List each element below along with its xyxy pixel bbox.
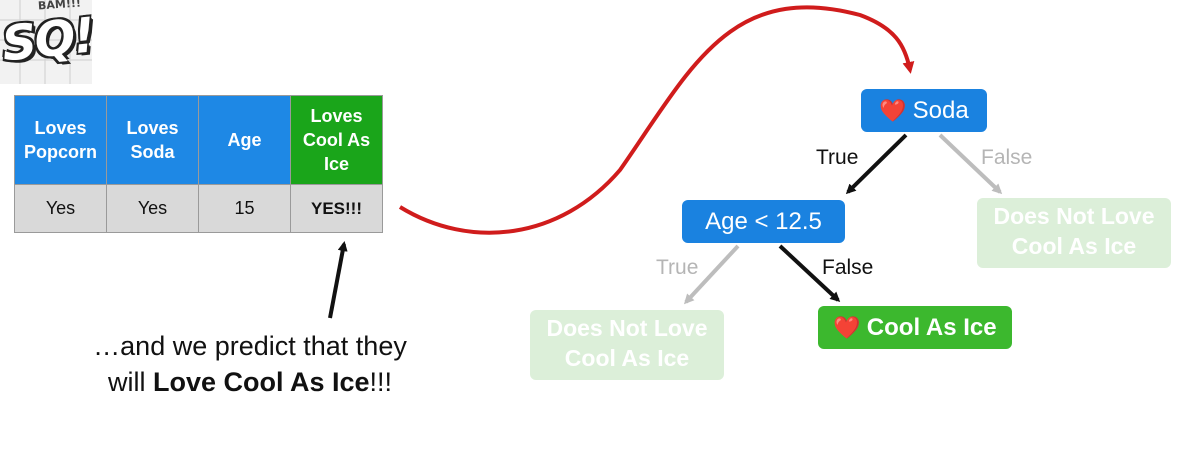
heart-icon: ❤️ <box>833 315 861 340</box>
statquest-logo: BAM!!! SQ! <box>0 0 96 84</box>
edge-label-age-false: False <box>822 256 874 279</box>
tree-root-soda-node: ❤️Soda <box>861 89 987 132</box>
data-table: Loves Popcorn Loves Soda Age Loves Cool … <box>14 95 383 233</box>
root-label: Soda <box>912 97 969 124</box>
logo-burst-icon <box>0 0 92 84</box>
caption-bold: Love Cool As Ice <box>152 367 370 397</box>
tree-leaf-cool-as-ice: ❤️Cool As Ice <box>818 306 1012 349</box>
tree-leaf-does-not-love-left: Does Not Love Cool As Ice <box>530 310 724 380</box>
header-age: Age <box>198 95 291 185</box>
prediction-caption: …and we predict that they will Love Cool… <box>80 328 420 400</box>
header-loves-cool-as-ice: Loves Cool As Ice <box>290 95 383 185</box>
tree-age-node: Age < 12.5 <box>682 200 845 243</box>
caption-suffix: !!! <box>369 367 393 397</box>
leaf-left-label: Does Not Love Cool As Ice <box>546 315 708 371</box>
red-curve-arrow <box>398 5 915 235</box>
leaf-right-label: Does Not Love Cool As Ice <box>993 203 1155 259</box>
caption-prefix: …and we predict that they will <box>93 331 407 397</box>
header-loves-soda: Loves Soda <box>106 95 199 185</box>
edge-age-false-arrow <box>778 244 841 303</box>
tree-leaf-does-not-love-right: Does Not Love Cool As Ice <box>977 198 1171 268</box>
edge-label-age-true: True <box>656 256 699 279</box>
edge-root-true-arrow <box>845 133 908 195</box>
heart-icon: ❤️ <box>879 98 907 123</box>
cell-prediction: YES!!! <box>290 184 383 233</box>
edge-label-root-false: False <box>981 146 1033 169</box>
edge-label-root-true: True <box>816 146 859 169</box>
cell-age: 15 <box>198 184 291 233</box>
table-header-row: Loves Popcorn Loves Soda Age Loves Cool … <box>14 95 383 185</box>
leaf-cool-label: Cool As Ice <box>866 314 997 341</box>
edge-root-false-arrow <box>938 133 1003 195</box>
caption-pointer-arrow <box>328 241 348 319</box>
cell-loves-popcorn: Yes <box>14 184 107 233</box>
cell-loves-soda: Yes <box>106 184 199 233</box>
table-row: Yes Yes 15 YES!!! <box>14 184 383 233</box>
age-node-label: Age < 12.5 <box>705 208 822 235</box>
edge-age-true-arrow <box>683 244 740 305</box>
